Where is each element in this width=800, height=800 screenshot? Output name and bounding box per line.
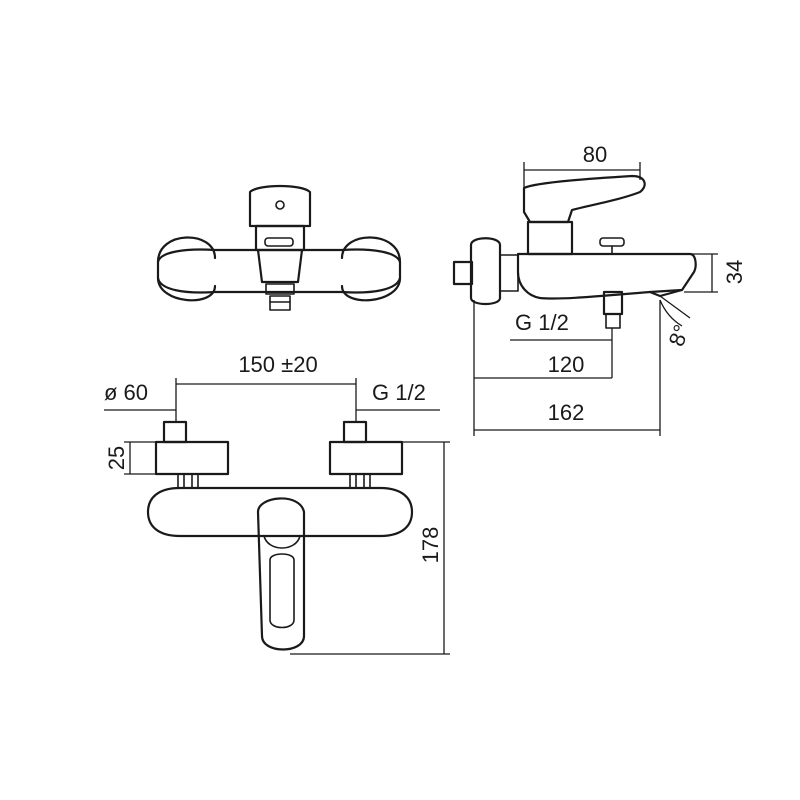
dim-arc-8deg — [659, 299, 683, 327]
side-view-body — [516, 252, 697, 300]
front-view-right-collar — [328, 440, 404, 476]
front-view-lever — [256, 497, 306, 651]
front-view-right-nut — [349, 473, 371, 489]
label-side-thread: G 1/2 — [515, 310, 569, 335]
side-view-cartridge — [526, 220, 574, 256]
label-178: 178 — [418, 527, 443, 564]
side-view-wall-fitting — [452, 260, 474, 286]
top-view-outlet-tip — [269, 295, 291, 311]
top-view-diverter-knob — [264, 237, 294, 247]
label-34: 34 — [722, 260, 747, 284]
front-view-left-nut — [177, 473, 199, 489]
side-view-outlet-tip — [605, 313, 621, 329]
front-view — [146, 420, 414, 651]
side-view-eccentric — [469, 237, 502, 306]
front-view-lever-collar — [263, 535, 301, 549]
dim-ray-8deg — [659, 295, 691, 319]
side-view-dimensions: 80 34 G 1/2 120 162 8° — [473, 142, 747, 436]
top-view-handle-neck — [254, 224, 306, 252]
top-view-handle-dot — [275, 200, 285, 210]
label-80: 80 — [583, 142, 607, 167]
label-diameter: ø 60 — [104, 380, 148, 405]
top-view — [156, 184, 402, 311]
label-8deg: 8° — [664, 321, 695, 349]
side-view-handle — [522, 174, 646, 224]
front-view-dimensions: 150 ±20 ø 60 G 1/2 25 178 — [104, 352, 450, 655]
front-view-right-inlet — [342, 420, 368, 444]
top-view-body — [156, 248, 402, 294]
label-162: 162 — [548, 400, 585, 425]
front-view-body — [146, 486, 414, 538]
side-view-diverter — [599, 237, 625, 247]
top-view-outlet-nut — [265, 283, 295, 295]
front-view-left-inlet — [162, 420, 188, 444]
label-120: 120 — [548, 352, 585, 377]
label-25: 25 — [104, 446, 129, 470]
front-view-lever-inner — [269, 553, 295, 629]
label-front-thread: G 1/2 — [372, 380, 426, 405]
top-view-handle — [248, 184, 312, 228]
label-150: 150 ±20 — [238, 352, 317, 377]
side-view-nut — [499, 254, 519, 292]
front-view-left-collar — [154, 440, 230, 476]
top-view-outlet — [256, 248, 304, 284]
